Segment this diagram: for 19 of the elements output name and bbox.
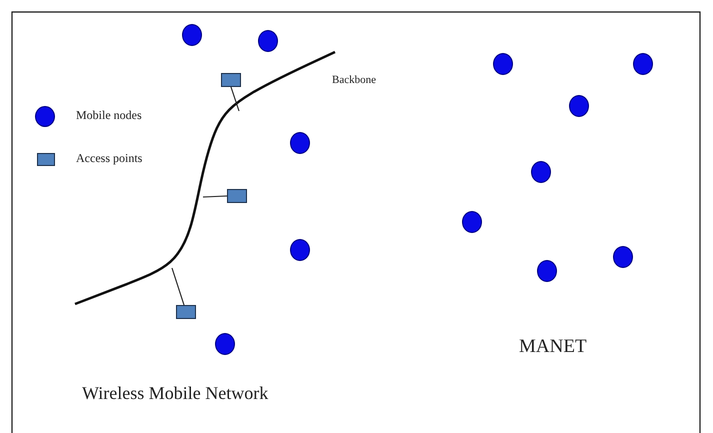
mobile-node bbox=[531, 161, 551, 183]
legend-text: Mobile nodes bbox=[76, 108, 142, 123]
connector-line bbox=[230, 86, 240, 112]
mobile-node bbox=[569, 95, 589, 117]
mobile-node bbox=[613, 246, 633, 268]
backbone-label: Backbone bbox=[332, 74, 376, 86]
mobile-node bbox=[215, 333, 235, 355]
mobile-node bbox=[182, 24, 202, 46]
mobile-node bbox=[633, 53, 653, 75]
mobile-node bbox=[493, 53, 513, 75]
mobile-node bbox=[258, 30, 278, 52]
mobile-node bbox=[462, 211, 482, 233]
mobile-node bbox=[537, 260, 557, 282]
connector-line bbox=[202, 195, 228, 198]
access-point bbox=[176, 305, 196, 319]
network-label: MANET bbox=[519, 336, 587, 358]
network-label: Wireless Mobile Network bbox=[82, 383, 268, 404]
connector-line bbox=[171, 268, 185, 306]
legend-text: Access points bbox=[76, 151, 142, 166]
